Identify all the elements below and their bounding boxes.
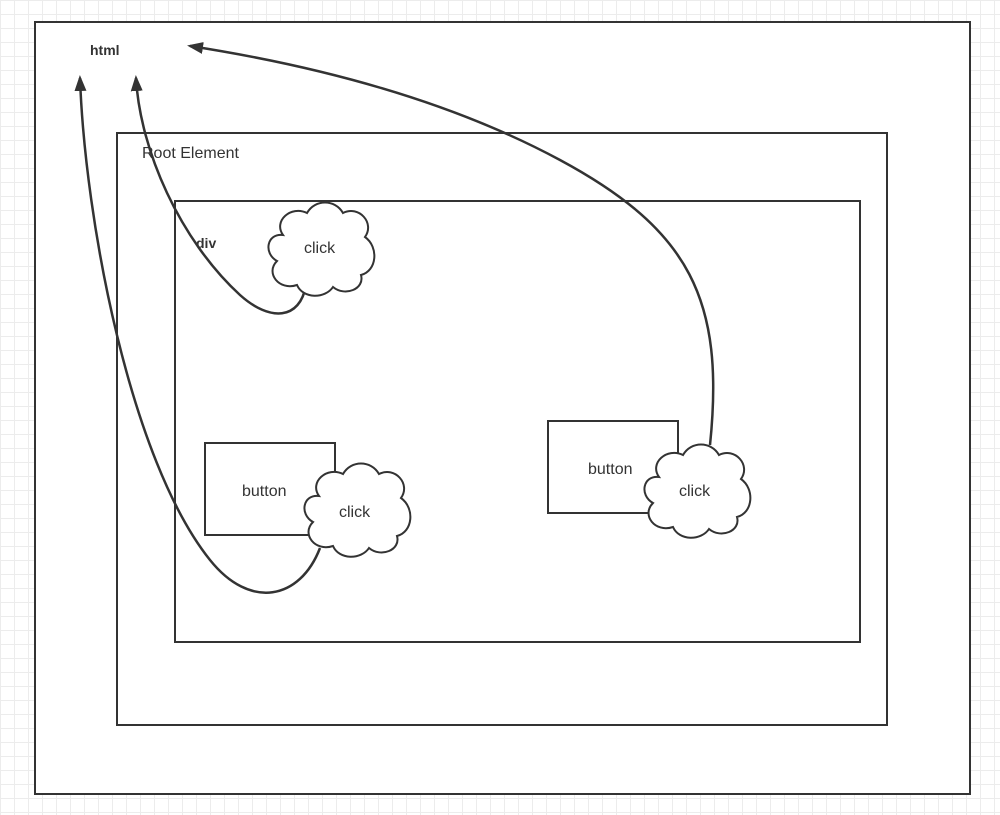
root-element-label: Root Element xyxy=(142,145,239,162)
click-left-label: click xyxy=(339,504,371,521)
arrow-left-button-to-html xyxy=(74,75,322,594)
button-left-label: button xyxy=(242,483,286,500)
click-div-label: click xyxy=(304,240,336,257)
html-label: html xyxy=(90,42,120,58)
arrow-right-button-to-html xyxy=(187,42,715,446)
click-right-label: click xyxy=(679,483,711,500)
button-right-label: button xyxy=(588,461,632,478)
arrow-div-to-html xyxy=(130,75,308,315)
div-label: div xyxy=(196,235,216,251)
